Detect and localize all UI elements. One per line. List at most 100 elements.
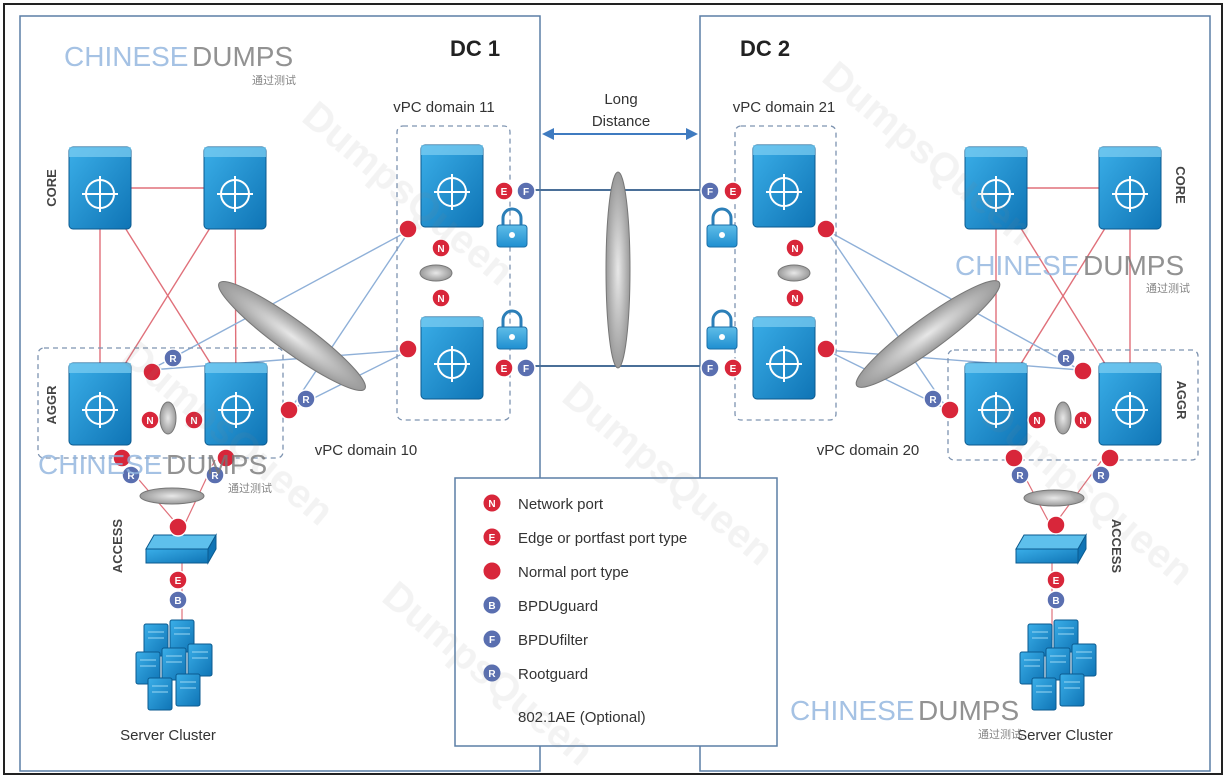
server-unit xyxy=(175,673,201,707)
core-label-left: CORE xyxy=(44,169,59,207)
port-badge-letter: E xyxy=(730,364,737,375)
core-switch-dc2-b xyxy=(1098,146,1162,230)
port-badge-normal xyxy=(1073,361,1093,381)
svg-text:CHINESE: CHINESE xyxy=(790,695,914,726)
access-switch-front xyxy=(1015,548,1079,564)
port-badge-circle xyxy=(923,389,943,409)
port-badge-rootguard: R xyxy=(1010,465,1030,485)
port-badge-normal xyxy=(142,362,162,382)
outer-frame xyxy=(3,3,1223,775)
agg-dci-link xyxy=(289,229,411,411)
port-badge-letter: N xyxy=(1079,416,1086,427)
svg-text:DUMPS: DUMPS xyxy=(918,695,1019,726)
legend-badge xyxy=(482,527,502,547)
port-badge-letter: E xyxy=(501,187,508,198)
port-badge-letter: F xyxy=(523,187,529,198)
switch-top xyxy=(1099,147,1161,157)
port-badge-letter: R xyxy=(929,395,937,406)
agg-dci-link xyxy=(825,349,1081,371)
legend-badge-letter: F xyxy=(489,635,495,646)
port-badge-letter: F xyxy=(707,364,713,375)
vpc-10-port-channel xyxy=(218,281,366,391)
svg-text:通过测试: 通过测试 xyxy=(228,482,272,495)
dci-port-channel xyxy=(605,171,631,369)
port-badge-letter: B xyxy=(174,596,181,607)
switch-top xyxy=(1099,363,1161,373)
svg-text:DUMPS: DUMPS xyxy=(1083,250,1184,281)
port-badge-circle xyxy=(1100,448,1120,468)
port-badge-circle xyxy=(1073,410,1093,430)
agg-dci-link xyxy=(149,229,411,371)
port-badge-rootguard: R xyxy=(923,389,943,409)
port-badge-normal xyxy=(112,448,132,468)
port-badge-circle xyxy=(785,288,805,308)
port-badge-circle xyxy=(1046,570,1066,590)
switches-layer xyxy=(68,144,1162,565)
aggr-switch-dc2-b xyxy=(1098,362,1162,446)
legend-lock-label: 802.1AE (Optional) xyxy=(518,709,646,726)
legend-badge xyxy=(482,561,502,581)
port-badge-letter: R xyxy=(1097,471,1105,482)
legend-label: Normal port type xyxy=(518,564,629,581)
switch-top xyxy=(204,147,266,157)
port-badge-circle xyxy=(1046,515,1066,535)
port-badge-circle xyxy=(700,358,720,378)
vpc-domain-21-box xyxy=(734,125,837,421)
encryption-lock-icon xyxy=(706,309,738,350)
legend-badge xyxy=(482,595,502,615)
port-badge-bpdufilter: F xyxy=(516,181,536,201)
port-badge-normal xyxy=(1004,448,1024,468)
core-label-right: CORE xyxy=(1173,166,1188,204)
core-switch-dc2-a xyxy=(964,146,1028,230)
switch-top xyxy=(69,147,131,157)
legend-badge xyxy=(482,629,502,649)
encryption-lock-icon xyxy=(706,207,738,248)
svg-text:DUMPS: DUMPS xyxy=(192,41,293,72)
port-badge-letter: R xyxy=(1016,471,1024,482)
legend-badge xyxy=(482,663,502,683)
legend-label: BPDUfilter xyxy=(518,632,588,649)
dci-switch-dc1-bottom xyxy=(420,316,484,400)
switch-top xyxy=(753,317,815,327)
switch-top xyxy=(205,363,267,373)
lock-shackle xyxy=(711,207,733,226)
agg-dci-link xyxy=(149,349,411,371)
port-badge-circle xyxy=(785,238,805,258)
port-badge-rootguard: R xyxy=(296,389,316,409)
port-badge-normal xyxy=(279,400,299,420)
port-badge-letter: N xyxy=(437,244,444,255)
port-badge-letter: R xyxy=(211,471,219,482)
port-badge-normal xyxy=(1046,515,1066,535)
lock-shackle xyxy=(711,309,733,328)
port-badge-letter: E xyxy=(501,364,508,375)
port-badge-letter: B xyxy=(1052,596,1059,607)
port-badge-normal xyxy=(940,400,960,420)
port-badge-letter: R xyxy=(169,354,177,365)
access-switch-dc1 xyxy=(145,533,217,565)
aggr-label-left: AGGR xyxy=(44,385,59,425)
lock-shackle xyxy=(501,309,523,328)
svg-text:CHINESE: CHINESE xyxy=(955,250,1079,281)
port-badge-circle xyxy=(816,219,836,239)
encryption-lock-icon xyxy=(496,207,528,248)
port-badge-rootguard: R xyxy=(205,465,225,485)
legend-label: Edge or portfast port type xyxy=(518,530,687,547)
port-badge-circle xyxy=(431,288,451,308)
port-badge-network: N xyxy=(1027,410,1047,430)
legend-item: Normal port type xyxy=(482,561,629,581)
lock-keyhole xyxy=(509,334,515,340)
port-badge-circle xyxy=(140,410,160,430)
port-badge-circle xyxy=(816,339,836,359)
port-badge-circle xyxy=(1046,590,1066,610)
dci-switch-dc2-bottom xyxy=(752,316,816,400)
port-badge-rootguard: R xyxy=(121,465,141,485)
port-badge-rootguard: R xyxy=(1091,465,1111,485)
switch-top xyxy=(421,145,483,155)
legend-label: BPDUguard xyxy=(518,598,598,615)
port-badge-normal xyxy=(398,339,418,359)
port-badge-letter: R xyxy=(127,471,135,482)
legend-label: Rootguard xyxy=(518,666,588,683)
port-badge-circle xyxy=(516,181,536,201)
